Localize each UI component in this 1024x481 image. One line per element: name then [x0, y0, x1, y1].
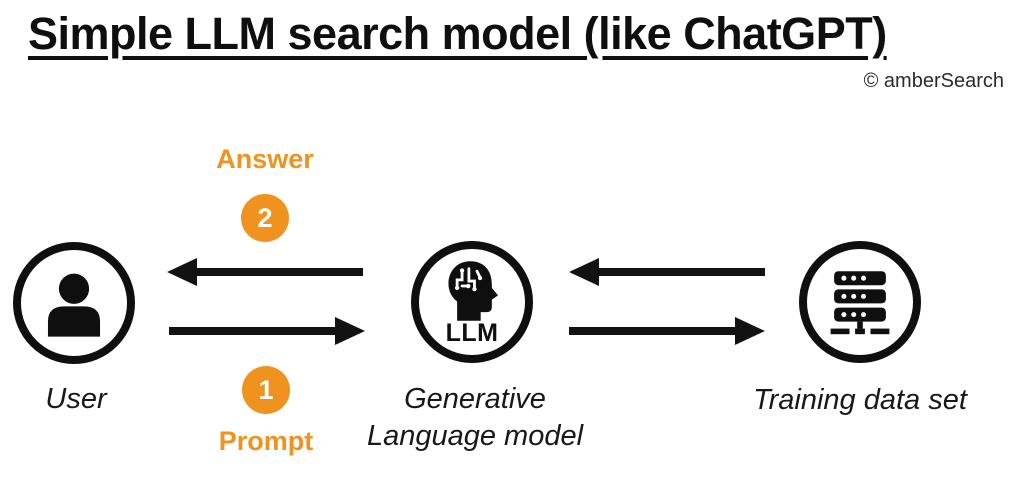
answer-flow-label: Answer: [216, 144, 314, 174]
llm-label-line1: Generative: [404, 383, 546, 415]
arrow-left-icon: [569, 258, 765, 286]
person-icon: [47, 273, 101, 337]
step-1-badge: 1: [242, 366, 290, 414]
training-data-node: [799, 241, 921, 363]
llm-label-line2: Language model: [366, 420, 584, 452]
server-rack-icon: [830, 271, 890, 335]
arrow-right-icon: [569, 317, 765, 345]
copyright-note: © amberSearch: [863, 70, 1004, 92]
ai-head-circuit-icon: [448, 260, 499, 321]
prompt-flow-label: Prompt: [218, 426, 314, 456]
training-data-node-label: Training data set: [753, 384, 967, 416]
page-title: Simple LLM search model (like ChatGPT): [28, 8, 887, 59]
user-node: [13, 242, 135, 364]
user-node-label: User: [45, 383, 107, 415]
dataset-to-llm-arrow: [569, 258, 765, 286]
llm-icon-caption: LLM: [445, 318, 499, 347]
step-2-badge: 2: [241, 194, 289, 242]
llm-node: LLM: [411, 241, 533, 363]
llm-to-dataset-arrow: [569, 317, 765, 345]
prompt-arrow-right: [169, 317, 365, 345]
arrow-left-icon: [167, 258, 363, 286]
llm-node-label: Generative Language model: [367, 381, 583, 455]
arrow-right-icon: [169, 317, 365, 345]
answer-arrow-left: [167, 258, 363, 286]
